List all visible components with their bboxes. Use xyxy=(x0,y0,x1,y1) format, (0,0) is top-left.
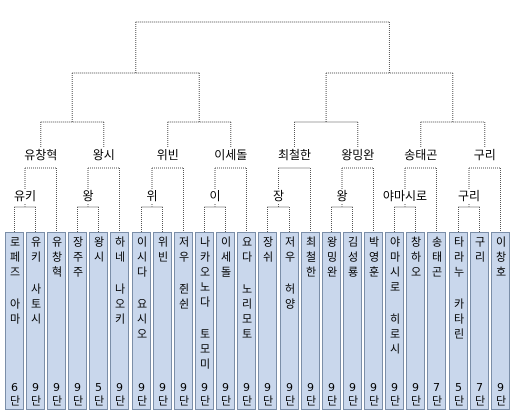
player-rank: 9단 xyxy=(177,381,190,407)
player-name: 창하오 xyxy=(409,236,422,281)
player-card: 이창호 9단 xyxy=(491,232,510,410)
player-card: 최철한 9단 xyxy=(301,232,320,410)
player-card: 송태곤 7단 xyxy=(427,232,446,410)
player-name: 요다 노리모토 xyxy=(240,236,253,343)
r16-winner-label-1: 왕시 xyxy=(91,148,116,163)
player-card: 이세돌 9단 xyxy=(216,232,235,410)
player-name: 장주주 xyxy=(71,236,84,281)
player-card: 박영훈 9단 xyxy=(364,232,383,410)
player-name: 유키 사토시 xyxy=(29,236,42,328)
player-name: 최철한 xyxy=(304,236,317,281)
player-name: 나카오노다 토모미 xyxy=(198,236,211,373)
player-card: 왕밍완 9단 xyxy=(322,232,341,410)
r32-winner-label-5: 왕 xyxy=(335,189,349,204)
player-rank: 9단 xyxy=(325,381,338,407)
player-name: 저우 허양 xyxy=(283,236,296,313)
player-card: 위빈 9단 xyxy=(153,232,172,410)
player-name: 이세돌 xyxy=(219,236,232,281)
r32-winner-label-6: 야마시로 xyxy=(381,189,429,204)
player-card: 나카오노다 토모미 9단 xyxy=(195,232,214,410)
player-rank: 9단 xyxy=(367,381,380,407)
r32-winner-label-1: 왕 xyxy=(81,189,95,204)
player-card: 하네 나오키 9단 xyxy=(110,232,129,410)
player-name: 하네 나오키 xyxy=(113,236,126,328)
r32-winner-label-4: 장 xyxy=(271,189,286,204)
player-card: 유키 사토시 9단 xyxy=(26,232,45,410)
player-card: 저우 허양 9단 xyxy=(280,232,299,410)
r16-winner-label-6: 송태곤 xyxy=(403,148,439,163)
player-card: 타라누 카타린 5단 xyxy=(449,232,468,410)
player-rank: 9단 xyxy=(388,381,401,407)
player-name: 이창호 xyxy=(494,236,507,281)
r16-winner-label-7: 구리 xyxy=(472,148,497,163)
r16-winner-label-0: 유창혁 xyxy=(23,148,59,163)
r32-winner-label-3: 이 xyxy=(208,189,222,204)
player-card: 이시다 요시오 9단 xyxy=(132,232,151,410)
player-rank: 9단 xyxy=(346,381,359,407)
player-name: 유창혁 xyxy=(50,236,63,281)
player-name: 장쉬 xyxy=(261,236,274,266)
player-name: 왕시 xyxy=(92,236,105,266)
player-card: 요다 노리모토 9단 xyxy=(237,232,256,410)
r16-winner-label-3: 이세돌 xyxy=(213,148,249,163)
player-name: 왕밍완 xyxy=(325,236,338,281)
player-rank: 9단 xyxy=(29,381,42,407)
player-rank: 5단 xyxy=(92,381,105,407)
player-name: 이시다 요시오 xyxy=(135,236,148,343)
player-rank: 9단 xyxy=(283,381,296,407)
player-card: 저우 쥔쉰 9단 xyxy=(174,232,193,410)
player-name: 로페즈 아마 xyxy=(8,236,21,328)
player-name: 구리 xyxy=(473,236,486,266)
player-rank: 9단 xyxy=(113,381,126,407)
r16-winner-label-5: 왕밍완 xyxy=(340,148,376,163)
player-rank: 9단 xyxy=(304,381,317,407)
player-rank: 9단 xyxy=(156,381,169,407)
player-card: 왕시 5단 xyxy=(89,232,108,410)
player-rank: 6단 xyxy=(8,381,21,407)
r32-winner-label-7: 구리 xyxy=(456,189,482,204)
player-rank: 9단 xyxy=(135,381,148,407)
player-rank: 9단 xyxy=(240,381,253,407)
player-card: 김성룡 9단 xyxy=(343,232,362,410)
player-card: 창하오 9단 xyxy=(406,232,425,410)
player-card: 장쉬 9단 xyxy=(258,232,277,410)
player-name: 송태곤 xyxy=(430,236,443,281)
player-rank: 9단 xyxy=(494,381,507,407)
player-rank: 7단 xyxy=(473,381,486,407)
player-rank: 9단 xyxy=(219,381,232,407)
player-card: 장주주 9단 xyxy=(68,232,87,410)
player-name: 야마시로 히로시 xyxy=(388,236,401,358)
player-name: 위빈 xyxy=(156,236,169,266)
player-name: 타라누 카타린 xyxy=(452,236,465,343)
player-rank: 9단 xyxy=(198,381,211,407)
r16-winner-label-2: 위빈 xyxy=(155,148,180,163)
player-rank: 7단 xyxy=(430,381,443,407)
player-rank: 5단 xyxy=(452,381,465,407)
player-rank: 9단 xyxy=(50,381,63,407)
r32-winner-label-0: 유키 xyxy=(12,189,38,204)
r16-winner-label-4: 최철한 xyxy=(276,148,313,163)
player-rank: 9단 xyxy=(71,381,84,407)
player-name: 김성룡 xyxy=(346,236,359,281)
player-rank: 9단 xyxy=(409,381,422,407)
player-card: 로페즈 아마 6단 xyxy=(5,232,24,410)
player-card: 유창혁 9단 xyxy=(47,232,66,410)
player-card: 구리 7단 xyxy=(470,232,489,410)
player-card: 야마시로 히로시 9단 xyxy=(385,232,404,410)
r32-winner-label-2: 위 xyxy=(145,189,159,204)
player-name: 박영훈 xyxy=(367,236,380,281)
player-name: 저우 쥔쉰 xyxy=(177,236,190,313)
player-rank: 9단 xyxy=(261,381,274,407)
